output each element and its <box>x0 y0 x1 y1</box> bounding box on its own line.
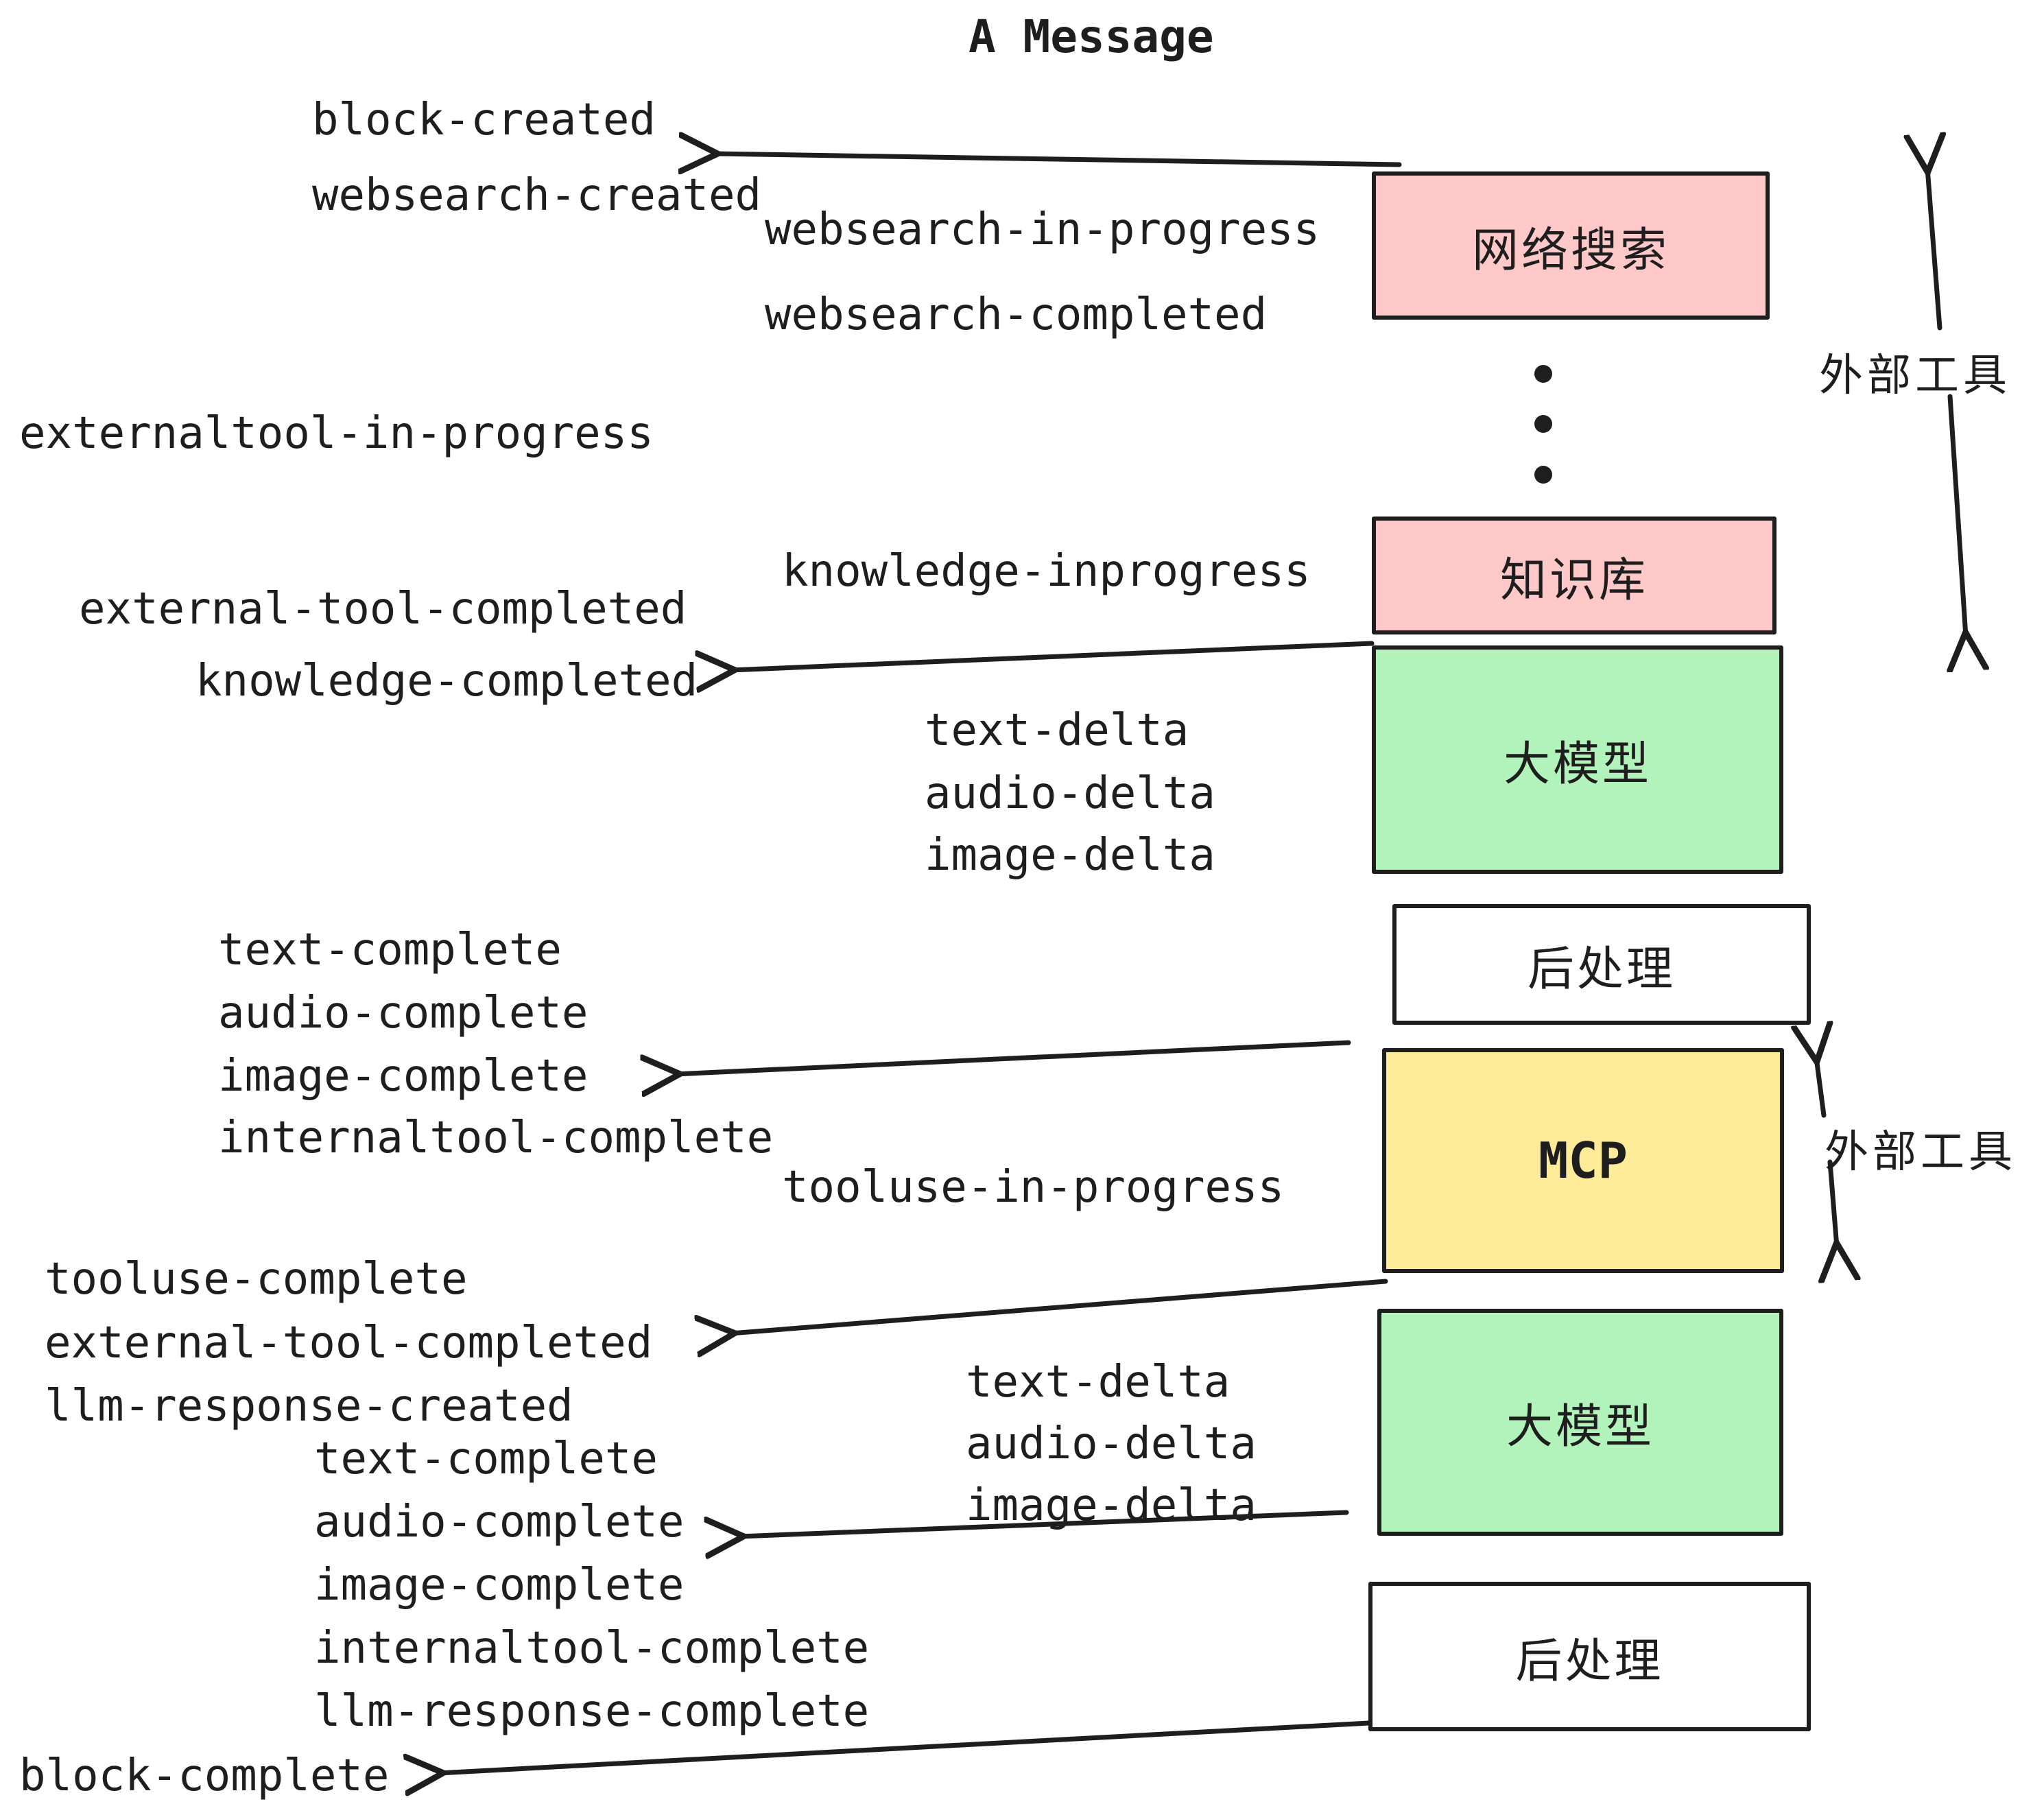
event-block-created: block-created <box>312 95 656 145</box>
box-llm-1: 大模型 <box>1372 645 1783 874</box>
ellipsis-dot-1 <box>1534 365 1552 383</box>
event-internaltool-complete-2: internaltool-complete <box>314 1623 870 1674</box>
box-websearch: 网络搜索 <box>1372 171 1770 320</box>
event-audio-delta-1: audio-delta <box>925 768 1215 819</box>
box-postprocess-2: 后处理 <box>1368 1582 1811 1731</box>
event-externaltool-in-progress: externaltool-in-progress <box>19 408 654 459</box>
external-tools-label-top: 外部工具 <box>1819 351 2011 401</box>
event-tooluse-complete: tooluse-complete <box>45 1254 468 1305</box>
event-audio-complete-1: audio-complete <box>218 988 589 1039</box>
ellipsis-dot-3 <box>1534 466 1552 484</box>
box-postprocess-1-label: 后处理 <box>1527 942 1676 997</box>
arrow-to-tooluse-complete <box>730 1279 1388 1333</box>
event-tooluse-in-progress: tooluse-in-progress <box>782 1162 1285 1213</box>
event-external-tool-completed-2: external-tool-completed <box>45 1318 653 1368</box>
arrow-to-websearch-created <box>713 154 1402 165</box>
event-audio-complete-2: audio-complete <box>314 1497 685 1547</box>
event-internaltool-complete-1: internaltool-complete <box>218 1113 774 1163</box>
box-websearch-label: 网络搜索 <box>1471 223 1669 278</box>
event-websearch-in-progress: websearch-in-progress <box>765 204 1320 255</box>
arrow-to-knowledge-completed <box>730 641 1375 670</box>
event-llm-response-complete: llm-response-complete <box>314 1686 870 1737</box>
event-knowledge-completed: knowledge-completed <box>195 656 698 707</box>
box-knowledge-label: 知识库 <box>1499 553 1648 608</box>
external-tools-bottom-up-arrow <box>1816 1058 1824 1118</box>
event-text-complete-2: text-complete <box>314 1434 658 1484</box>
event-audio-delta-2: audio-delta <box>966 1419 1257 1469</box>
box-mcp: MCP <box>1382 1048 1784 1273</box>
ellipsis-dot-2 <box>1534 415 1552 433</box>
event-text-complete-1: text-complete <box>218 925 562 975</box>
event-external-tool-completed-1: external-tool-completed <box>79 584 687 634</box>
arrow-to-image-complete <box>676 1040 1351 1074</box>
box-postprocess-2-label: 后处理 <box>1515 1634 1664 1689</box>
external-tools-label-bottom: 外部工具 <box>1825 1127 2017 1178</box>
event-image-complete-2: image-complete <box>314 1560 685 1611</box>
diagram-title: A Message <box>968 10 1214 63</box>
box-postprocess-1: 后处理 <box>1392 904 1811 1025</box>
box-mcp-label: MCP <box>1538 1132 1628 1189</box>
external-tools-top-down-arrow <box>1950 394 1966 637</box>
event-llm-response-created: llm-response-created <box>45 1381 573 1432</box>
box-llm-2: 大模型 <box>1377 1309 1783 1536</box>
event-image-delta-1: image-delta <box>925 830 1215 881</box>
box-llm-2-label: 大模型 <box>1506 1400 1654 1454</box>
event-text-delta-2: text-delta <box>966 1357 1231 1408</box>
event-knowledge-inprogress: knowledge-inprogress <box>782 546 1311 597</box>
event-text-delta-1: text-delta <box>925 705 1189 756</box>
box-llm-1-label: 大模型 <box>1503 737 1652 792</box>
event-block-complete: block-complete <box>19 1750 390 1801</box>
external-tools-top-up-arrow <box>1927 168 1940 331</box>
event-websearch-completed: websearch-completed <box>765 289 1268 340</box>
event-image-complete-1: image-complete <box>218 1051 589 1102</box>
event-websearch-created: websearch-created <box>312 170 762 221</box>
event-image-delta-2: image-delta <box>966 1480 1257 1531</box>
box-knowledge: 知识库 <box>1372 517 1776 634</box>
